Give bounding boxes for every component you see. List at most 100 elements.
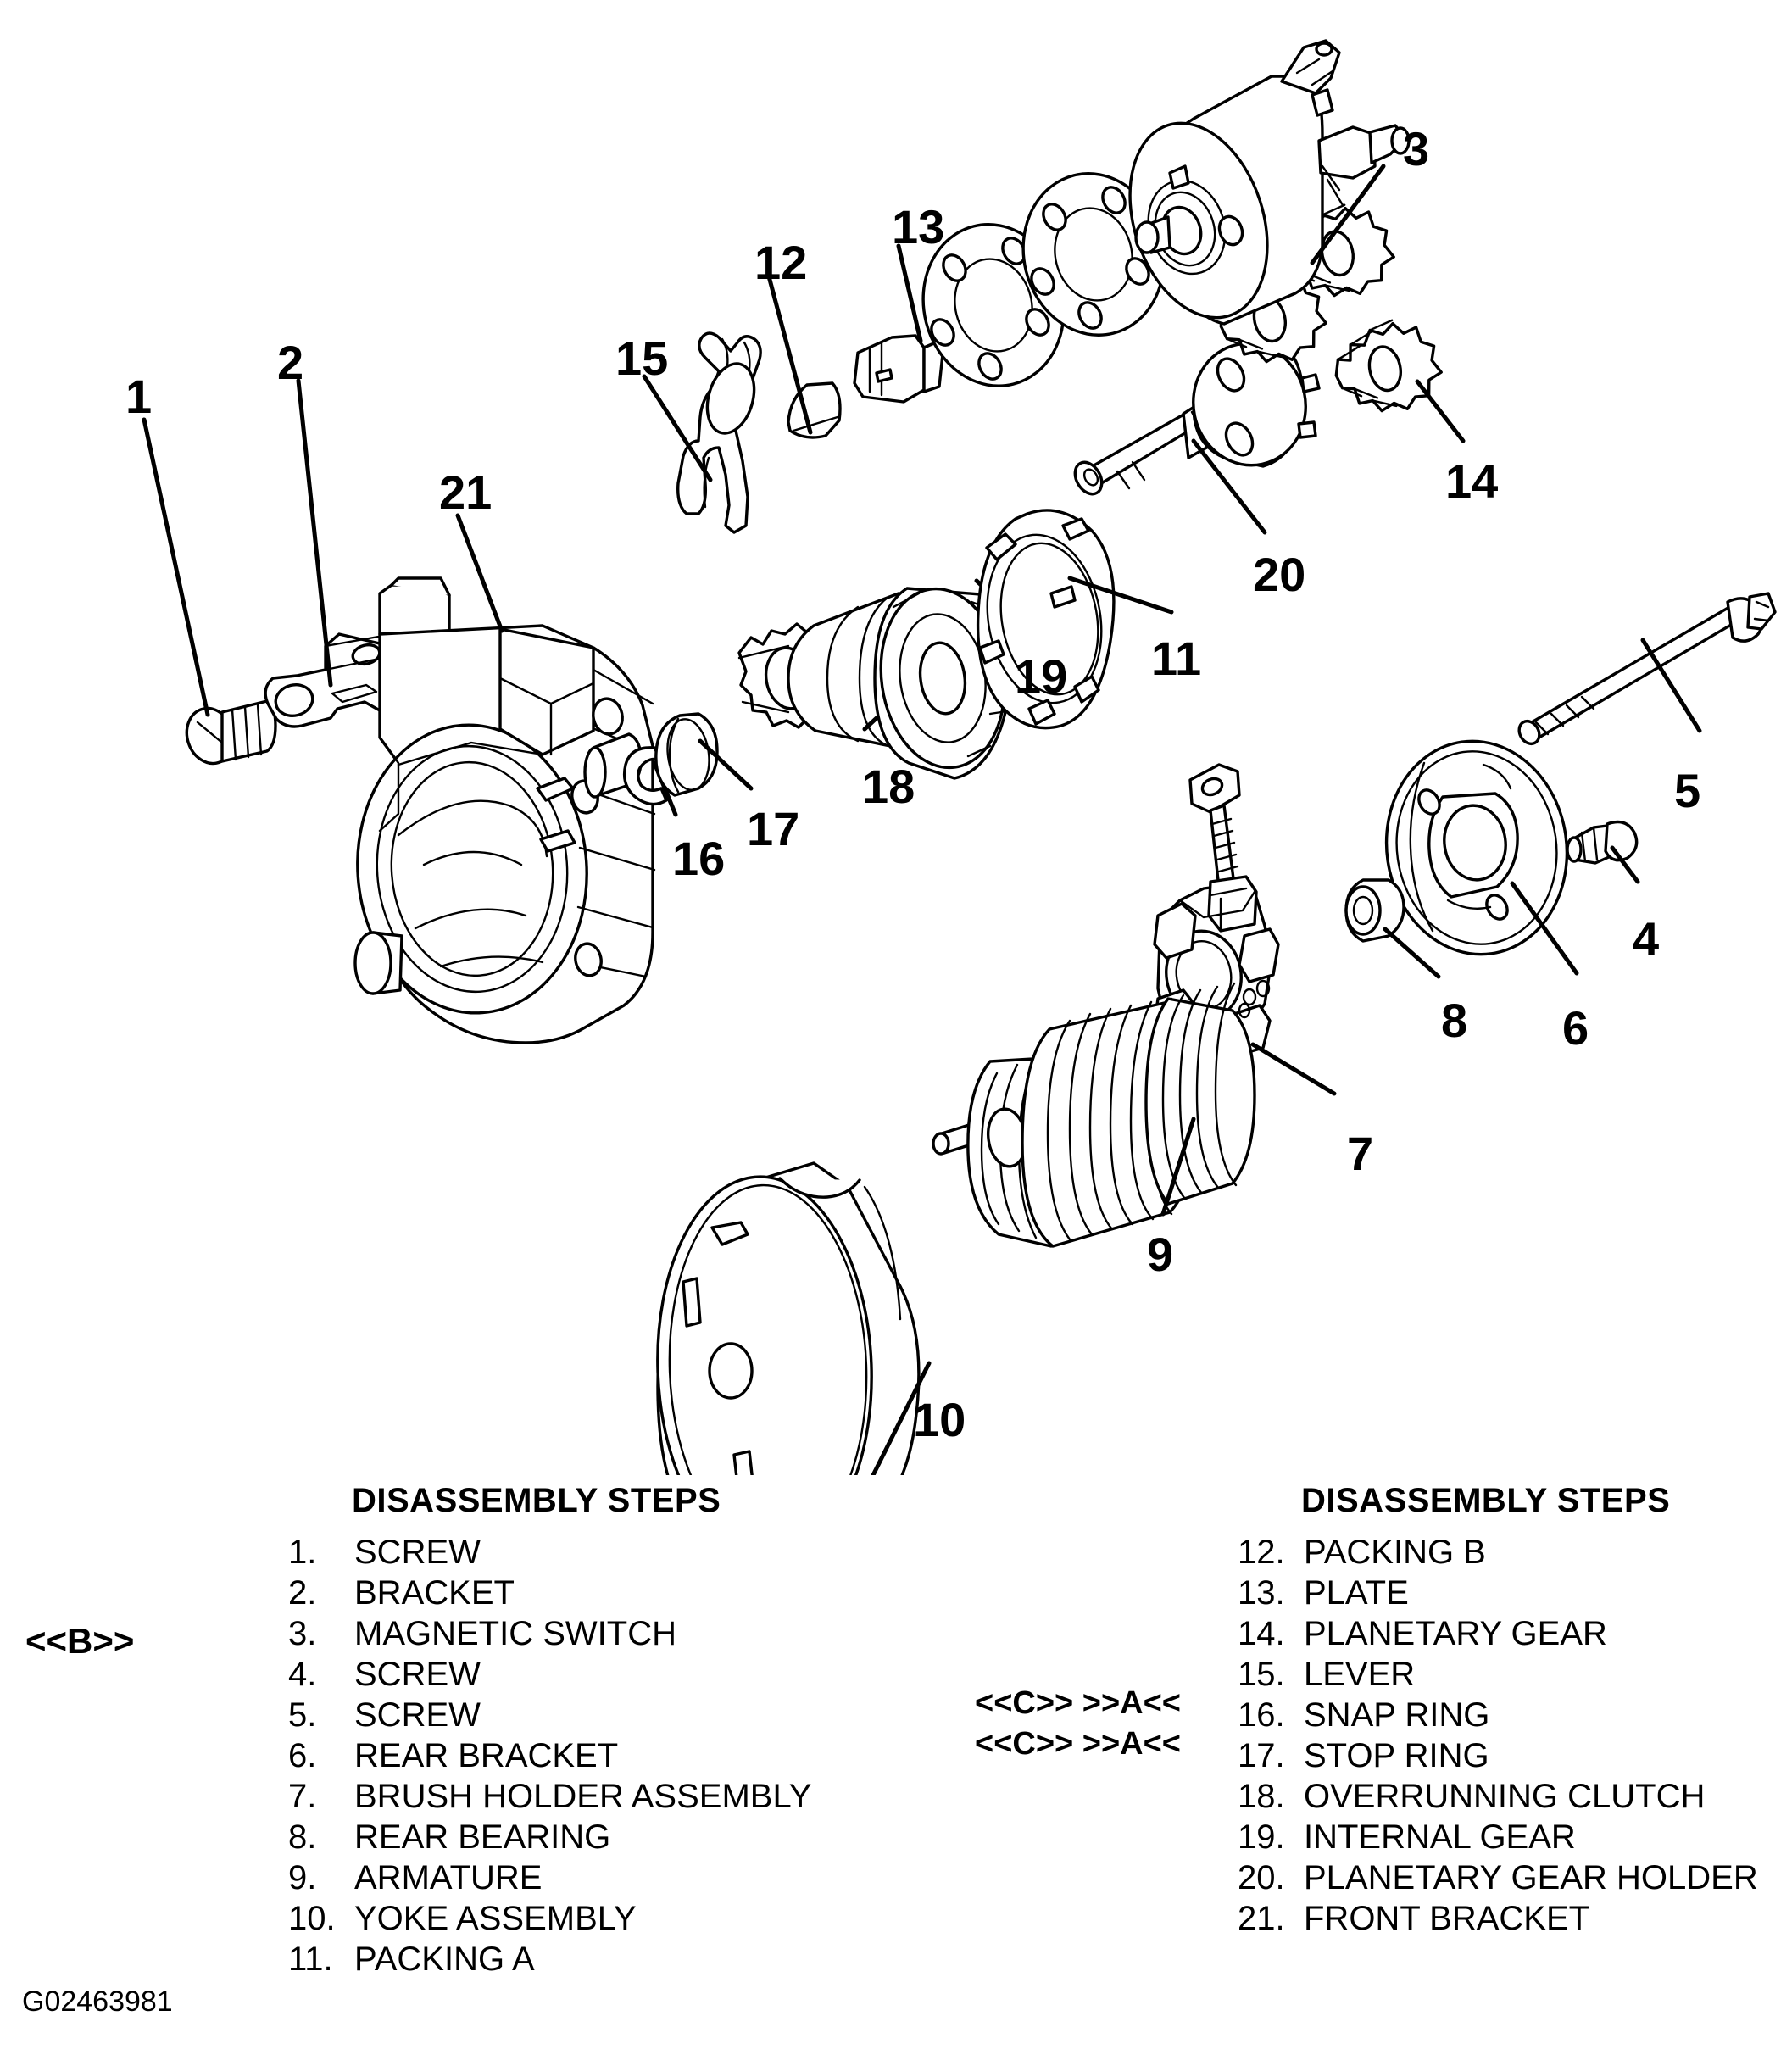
leader-12: [766, 274, 813, 435]
step-label: SCREW: [354, 1534, 481, 1571]
step-number: 20.: [1238, 1859, 1285, 1896]
callout-20: 20: [1253, 548, 1306, 601]
part-brush-holder-assembly-7: [1153, 763, 1280, 1056]
step-item: 3. MAGNETIC SWITCH: [288, 1615, 811, 1656]
leader-2: [296, 378, 333, 688]
callout-8: 8: [1441, 994, 1468, 1047]
callout-2: 2: [277, 336, 304, 389]
steps-list-right: 12. PACKING B 13. PLATE 14. PLANETARY GE…: [1238, 1534, 1758, 1941]
callout-1: 1: [125, 370, 153, 423]
step-item: 4. SCREW: [288, 1656, 811, 1696]
step-label: PACKING B: [1304, 1534, 1486, 1571]
leader-21: [455, 513, 504, 633]
part-packing-b-12: [787, 381, 842, 439]
step-label: SCREW: [354, 1656, 481, 1693]
step-item: 18. OVERRUNNING CLUTCH: [1238, 1778, 1758, 1818]
leader-15: [642, 374, 713, 482]
step-label: YOKE ASSEMBLY: [354, 1900, 637, 1937]
step-item: 13. PLATE: [1238, 1574, 1758, 1615]
figure-code: G02463981: [22, 1985, 173, 2018]
leader-9: [1160, 1117, 1196, 1217]
step-label: PLANETARY GEAR HOLDER: [1304, 1859, 1758, 1896]
step-number: 4.: [288, 1656, 317, 1693]
step-number: 1.: [288, 1534, 317, 1571]
step-number: 12.: [1238, 1534, 1285, 1571]
disassembly-steps-left: DISASSEMBLY STEPS 1. SCREW 2. BRACKET 3.…: [288, 1482, 811, 1981]
step-label: REAR BRACKET: [354, 1737, 619, 1774]
callout-19: 19: [1015, 649, 1068, 703]
part-snap-ring-16: [622, 746, 668, 806]
step-number: 3.: [288, 1615, 317, 1652]
leader-8: [1383, 927, 1441, 979]
step-number: 18.: [1238, 1778, 1285, 1815]
callout-14: 14: [1445, 454, 1499, 508]
step-label: MAGNETIC SWITCH: [354, 1615, 676, 1652]
part-long-screw-5: [1517, 592, 1777, 746]
leader-20: [1191, 438, 1267, 535]
leader-13: [896, 243, 923, 343]
step-number: 2.: [288, 1574, 317, 1612]
step-label: INTERNAL GEAR: [1304, 1818, 1576, 1856]
step-number: 16.: [1238, 1696, 1285, 1734]
part-screw-4: [1566, 820, 1639, 865]
part-rear-bracket-6: [1384, 739, 1569, 956]
step-number: 17.: [1238, 1737, 1285, 1774]
step-item: 2. BRACKET: [288, 1574, 811, 1615]
exploded-assembly-diagram: [142, 39, 1777, 1475]
step-marks-snap-ring: <<C>> >>A<<: [975, 1685, 1181, 1721]
leader-3: [1310, 164, 1386, 265]
leader-6: [1510, 881, 1579, 976]
callout-13: 13: [892, 200, 945, 253]
step-number: 14.: [1238, 1615, 1285, 1652]
callout-4: 4: [1633, 912, 1660, 966]
step-item: 14. PLANETARY GEAR: [1238, 1615, 1758, 1656]
part-gasket-inner: [1021, 172, 1166, 337]
step-item: 1. SCREW: [288, 1534, 811, 1574]
disassembly-steps-right: DISASSEMBLY STEPS 12. PACKING B 13. PLAT…: [1238, 1482, 1758, 1941]
leader-5: [1640, 638, 1702, 733]
part-magnetic-switch-3: [1128, 39, 1411, 326]
part-stop-ring-17: [654, 712, 719, 797]
step-item: 17. STOP RING: [1238, 1737, 1758, 1778]
step-item: 7. BRUSH HOLDER ASSEMBLY: [288, 1778, 811, 1818]
callout-9: 9: [1147, 1228, 1174, 1281]
step-number: 11.: [288, 1941, 333, 1978]
step-label: LEVER: [1304, 1656, 1416, 1693]
callout-17: 17: [747, 802, 800, 855]
callout-21: 21: [439, 465, 493, 519]
steps-list-left: 1. SCREW 2. BRACKET 3. MAGNETIC SWITCH 4…: [288, 1534, 811, 1981]
leader-17: [698, 738, 754, 791]
step-item: 12. PACKING B: [1238, 1534, 1758, 1574]
step-marks-stop-ring: <<C>> >>A<<: [975, 1726, 1181, 1762]
step-label: PLANETARY GEAR: [1304, 1615, 1607, 1652]
leader-10: [871, 1361, 932, 1475]
step-label: PLATE: [1304, 1574, 1409, 1612]
callout-11: 11: [1151, 632, 1202, 685]
steps-title-right: DISASSEMBLY STEPS: [1301, 1482, 1671, 1519]
part-screw-1: [185, 699, 277, 766]
step-label: ARMATURE: [354, 1859, 543, 1896]
step-item: 16. SNAP RING: [1238, 1696, 1758, 1737]
step-number: 6.: [288, 1737, 317, 1774]
step-number: 7.: [288, 1778, 317, 1815]
step-item: 15. LEVER: [1238, 1656, 1758, 1696]
callout-15: 15: [615, 331, 669, 385]
callout-18: 18: [862, 760, 915, 813]
step-label: SNAP RING: [1304, 1696, 1490, 1734]
part-armature-9: [932, 982, 1256, 1248]
step-item: 5. SCREW: [288, 1696, 811, 1737]
part-plate-13: [853, 334, 944, 404]
step-number: 8.: [288, 1818, 317, 1856]
leader-1: [142, 417, 210, 717]
step-number: 10.: [288, 1900, 336, 1937]
step-label: REAR BEARING: [354, 1818, 611, 1856]
callout-5: 5: [1674, 764, 1701, 817]
step-number: 15.: [1238, 1656, 1285, 1693]
callout-16: 16: [672, 832, 726, 885]
step-number: 13.: [1238, 1574, 1285, 1612]
leader-11: [1067, 576, 1174, 615]
step-item: 11. PACKING A: [288, 1941, 811, 1981]
callout-3: 3: [1403, 122, 1430, 175]
part-front-bracket-21: [353, 576, 656, 1044]
